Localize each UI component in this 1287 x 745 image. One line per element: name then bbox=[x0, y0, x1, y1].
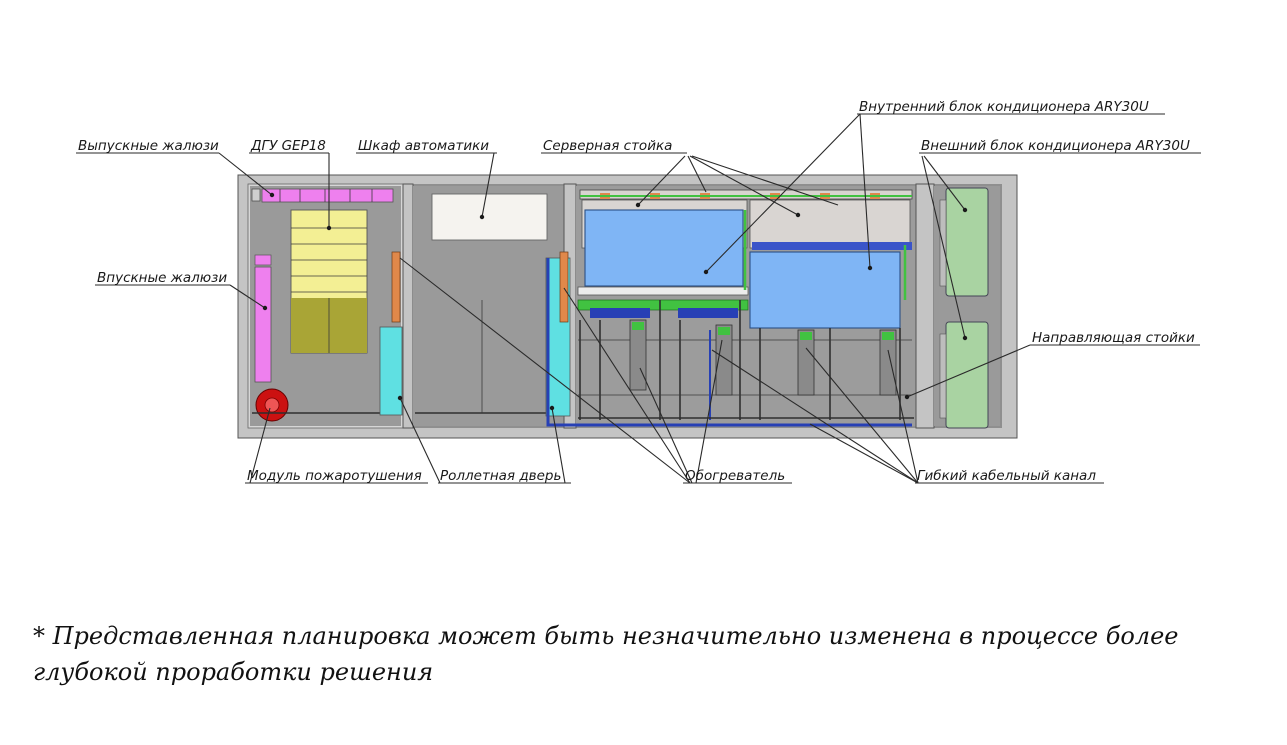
partition-wall-3 bbox=[915, 183, 935, 429]
heater-unit-1 bbox=[391, 251, 401, 323]
label-indoor-ac: Внутренний блок кондиционера ARY30U bbox=[859, 99, 1149, 115]
label-roller-door: Роллетная дверь bbox=[440, 468, 561, 484]
label-automation-cabinet: Шкаф автоматики bbox=[358, 138, 489, 154]
label-outdoor-ac: Внешний блок кондиционера ARY30U bbox=[921, 138, 1190, 154]
label-server-rack: Серверная стойка bbox=[543, 138, 672, 154]
partition-wall-1 bbox=[402, 183, 414, 429]
server-room-shelf bbox=[577, 286, 749, 318]
heater-unit-2 bbox=[559, 251, 569, 323]
leader-dots bbox=[262, 192, 968, 411]
fire-module-shape bbox=[255, 388, 289, 422]
label-rack-guide: Направляющая стойки bbox=[1032, 330, 1195, 346]
exhaust-louvers-shape bbox=[251, 188, 394, 203]
generator-shape bbox=[290, 209, 368, 354]
label-dgu: ДГУ GEP18 bbox=[250, 138, 326, 154]
server-racks-lower bbox=[578, 300, 912, 420]
indoor-ac-unit-1 bbox=[584, 209, 744, 287]
label-exhaust-louvers: Выпускные жалюзи bbox=[78, 138, 219, 154]
label-cable-channel: Гибкий кабельный канал bbox=[917, 468, 1096, 484]
label-heater: Обогреватель bbox=[685, 468, 785, 484]
label-intake-louvers: Впускные жалюзи bbox=[97, 270, 227, 286]
intake-louvers-shape bbox=[254, 254, 272, 383]
leader-lines bbox=[76, 113, 1201, 484]
label-fire-module: Модуль пожаротушения bbox=[247, 468, 422, 484]
indoor-ac-unit-2 bbox=[749, 242, 912, 329]
automation-cabinet-shape bbox=[431, 193, 548, 241]
roller-door-panel-1 bbox=[379, 326, 403, 416]
outdoor-ac-unit-1 bbox=[939, 187, 989, 297]
outdoor-ac-unit-2 bbox=[939, 321, 989, 429]
footnote-text: * Представленная планировка может быть н… bbox=[33, 622, 1179, 686]
